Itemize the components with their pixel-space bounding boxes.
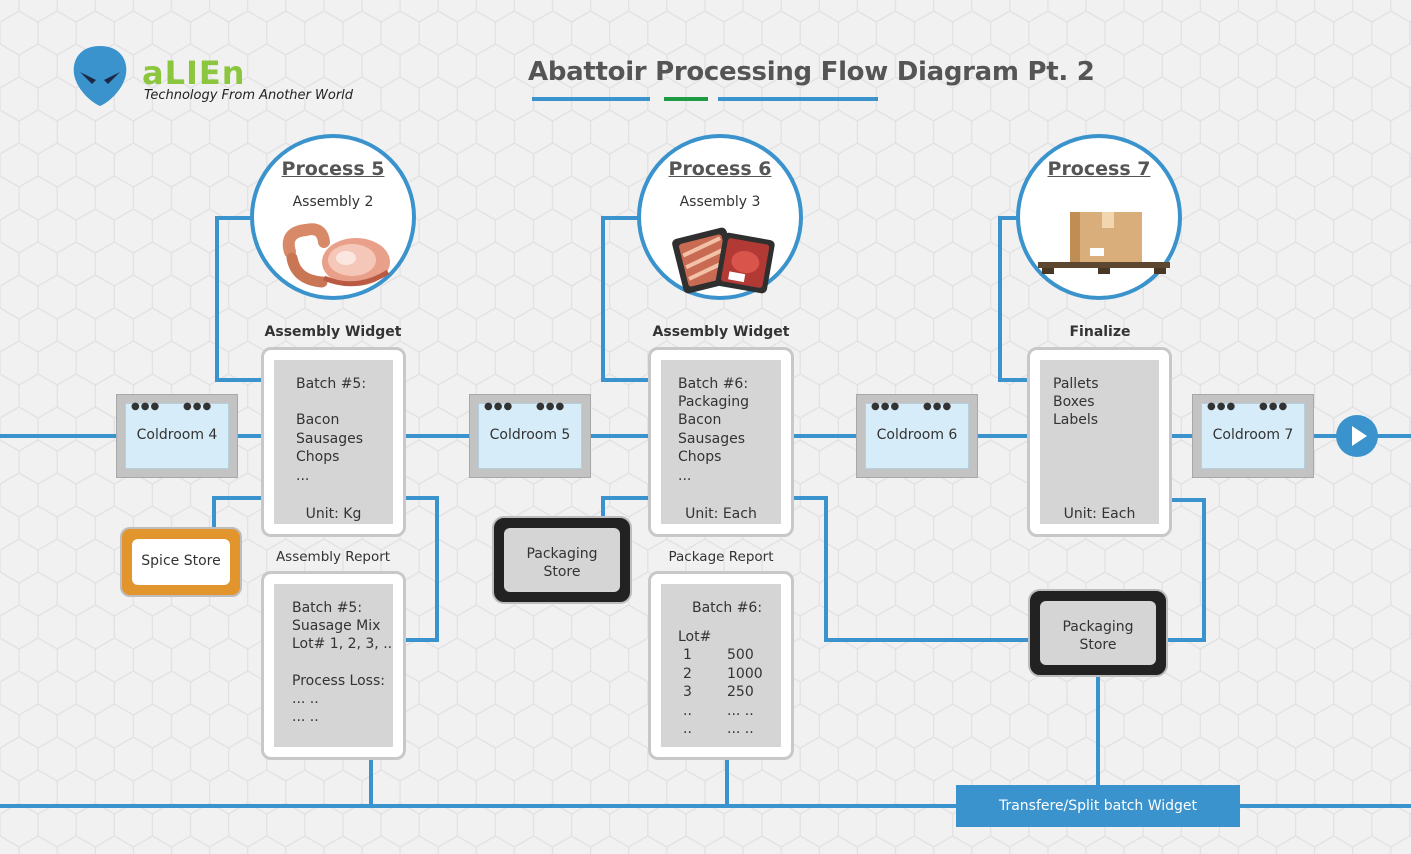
assembly-widget-card: Batch #6: Packaging Bacon Sausages Chops… [648, 347, 794, 537]
widget-line: Chops [678, 449, 722, 465]
indicator-dots-icon: ●●● [923, 401, 953, 412]
report-lot: 3 [683, 684, 692, 700]
title-underline-green [664, 97, 708, 101]
report-lot: .. [683, 703, 692, 719]
ham-sausage-icon [282, 223, 390, 288]
widget-label: Assembly Widget [652, 324, 790, 340]
widget-line: Pallets [1053, 376, 1099, 392]
report-lot: .. [683, 721, 692, 737]
indicator-dots-icon: ●●● [1259, 401, 1289, 412]
logo-tagline: Technology From Another World [144, 88, 354, 103]
process-7-circle: Process 7 [1016, 134, 1182, 300]
packaging-store-2: Packaging Store [1028, 589, 1168, 677]
report-line: Lot# 1, 2, 3, .. [292, 636, 393, 652]
report-label: Package Report [668, 549, 774, 565]
coldroom-4: ●●● ●●● Coldroom 4 [116, 394, 238, 478]
alien-logo-icon [73, 46, 127, 106]
widget-unit: Unit: Each [685, 506, 757, 522]
coldroom-6: ●●● ●●● Coldroom 6 [856, 394, 978, 478]
report-label: Assembly Report [275, 549, 391, 565]
indicator-dots-icon: ●●● [183, 401, 213, 412]
indicator-dots-icon: ●●● [536, 401, 566, 412]
widget-line: Chops [296, 449, 340, 465]
process-title: Process 5 [281, 158, 385, 180]
widget-line: Bacon [678, 412, 722, 428]
packaging-store-label: Packaging [526, 546, 598, 562]
widget-label: Assembly Widget [264, 324, 402, 340]
report-qty: 250 [727, 684, 754, 700]
widget-line: Labels [1053, 412, 1099, 428]
widget-line: Boxes [1053, 394, 1095, 410]
widget-line: ... [678, 468, 692, 484]
process-6-circle: Process 6 Assembly 3 [637, 134, 803, 300]
coldroom-label: Coldroom 4 [136, 427, 218, 443]
widget-line: ... [296, 468, 310, 484]
coldroom-label: Coldroom 5 [489, 427, 571, 443]
assembly-widget-card: Batch #5: Bacon Sausages Chops ... Unit:… [261, 347, 406, 537]
title-underline-blue-left [532, 97, 650, 101]
packaging-store-label: Packaging [1062, 619, 1134, 635]
widget-line: Batch #5: [296, 376, 367, 392]
process-title: Process 7 [1047, 158, 1151, 180]
packaging-store-label: Store [1079, 637, 1117, 653]
assembly-report-card: Batch #5: Suasage Mix Lot# 1, 2, 3, .. P… [261, 571, 406, 760]
report-line: Batch #5: [292, 600, 363, 616]
spice-store-label: Spice Store [141, 553, 221, 569]
report-lot: 1 [683, 647, 692, 663]
report-qty: ... .. [727, 721, 754, 737]
transfer-split-batch-widget: Transfere/Split batch Widget [956, 785, 1240, 827]
report-qty: 1000 [727, 666, 763, 682]
report-qty: 500 [727, 647, 754, 663]
report-line: Suasage Mix [292, 618, 381, 634]
widget-unit: Unit: Kg [305, 506, 362, 522]
indicator-dots-icon: ●●● [131, 401, 161, 412]
report-lot: 2 [683, 666, 692, 682]
packaged-meat-icon [672, 227, 775, 294]
indicator-dots-icon: ●●● [871, 401, 901, 412]
indicator-dots-icon: ●●● [1207, 401, 1237, 412]
process-subtitle: Assembly 2 [292, 194, 374, 210]
next-play-button[interactable] [1336, 415, 1378, 457]
widget-unit: Unit: Each [1063, 506, 1136, 522]
process-title: Process 6 [668, 158, 772, 180]
play-icon [1352, 426, 1367, 446]
package-report-card: Batch #6: Lot# 1 500 2 1000 3 250 .. ...… [648, 571, 794, 760]
report-lot-header: Lot# [678, 629, 712, 645]
page-title: Abattoir Processing Flow Diagram Pt. 2 [528, 57, 1095, 87]
report-line: Process Loss: [292, 673, 385, 689]
process-subtitle: Assembly 3 [679, 194, 761, 210]
process-5-circle: Process 5 Assembly 2 [250, 134, 416, 300]
packaging-store-1: Packaging Store [492, 516, 632, 604]
coldroom-label: Coldroom 7 [1212, 427, 1294, 443]
coldroom-7: ●●● ●●● Coldroom 7 [1192, 394, 1314, 478]
report-line: ... .. [292, 691, 319, 707]
widget-label: Finalize [1069, 324, 1131, 340]
widget-line: Packaging [678, 394, 750, 410]
pallet-box-icon [1038, 212, 1170, 274]
widget-line: Sausages [296, 431, 364, 447]
report-qty: ... .. [727, 703, 754, 719]
logo-wordmark: aLIEn [142, 54, 246, 92]
finalize-widget-card: Pallets Boxes Labels Unit: Each [1027, 347, 1172, 537]
coldroom-5: ●●● ●●● Coldroom 5 [469, 394, 591, 478]
indicator-dots-icon: ●●● [484, 401, 514, 412]
title-underline-blue-right [718, 97, 878, 101]
widget-line: Batch #6: [678, 376, 749, 392]
coldroom-label: Coldroom 6 [876, 427, 958, 443]
spice-store: Spice Store [120, 527, 242, 597]
report-heading: Batch #6: [692, 600, 763, 616]
widget-line: Sausages [678, 431, 746, 447]
widget-line: Bacon [296, 412, 340, 428]
report-line: ... .. [292, 709, 319, 725]
packaging-store-label: Store [543, 564, 581, 580]
